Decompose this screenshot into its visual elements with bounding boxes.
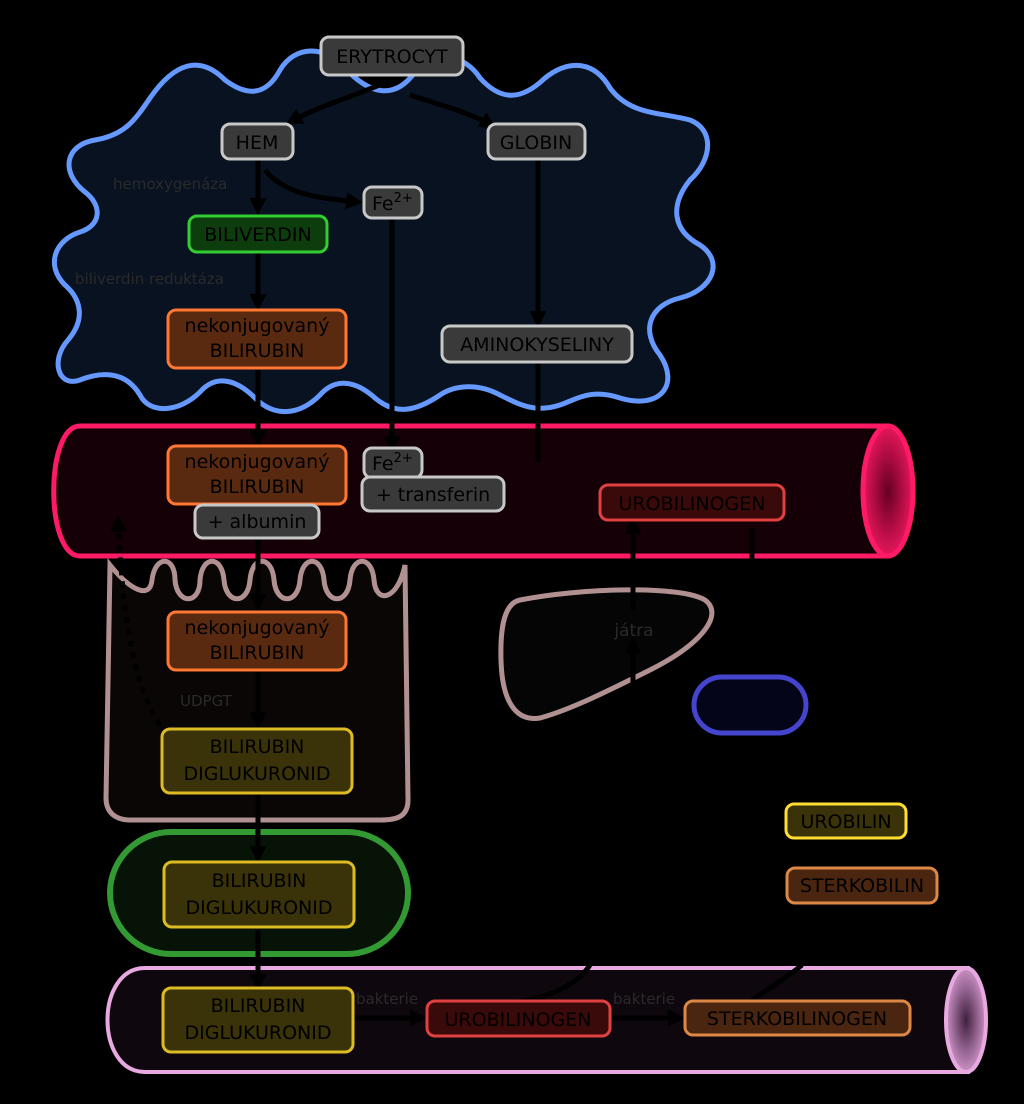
biliverdin-box: BILIVERDIN	[187, 214, 329, 254]
albumin-box: + albumin	[193, 503, 321, 540]
svg-text:BILIRUBIN: BILIRUBIN	[210, 736, 305, 758]
svg-text:DIGLUKURONID: DIGLUKURONID	[186, 897, 333, 919]
sterkobilinogen-box: STERKOBILINOGEN	[683, 999, 912, 1037]
fe-box-blood: Fe2+	[362, 446, 424, 480]
svg-text:STERKOBILIN: STERKOBILIN	[800, 875, 924, 897]
svg-text:DIGLUKURONID: DIGLUKURONID	[185, 1022, 332, 1044]
svg-text:Fe2+: Fe2+	[372, 451, 413, 475]
unconjugated-bilirubin-box-macrophage: nekonjugovaný BILIRUBIN	[166, 308, 348, 370]
svg-text:ERYTROCYT: ERYTROCYT	[336, 46, 448, 68]
diglukuronid-box-intestine: BILIRUBIN DIGLUKURONID	[161, 986, 355, 1054]
biliverdin-reduktaza-label: biliverdin reduktáza	[75, 270, 224, 288]
svg-text:STERKOBILINOGEN: STERKOBILINOGEN	[707, 1008, 887, 1030]
unconjugated-bilirubin-box-liver: nekonjugovaný BILIRUBIN	[166, 610, 348, 672]
svg-text:Fe2+: Fe2+	[372, 191, 413, 215]
svg-text:UROBILINOGEN: UROBILINOGEN	[445, 1009, 592, 1031]
kidney	[691, 674, 809, 736]
svg-text:BILIRUBIN: BILIRUBIN	[210, 340, 305, 362]
udpgt-label: UDPGT	[180, 692, 233, 710]
svg-text:BILIRUBIN: BILIRUBIN	[210, 476, 305, 498]
urobilinogen-box-blood: UROBILINOGEN	[598, 483, 786, 522]
svg-text:DIGLUKURONID: DIGLUKURONID	[184, 763, 331, 785]
arrows	[110, 75, 852, 1027]
blood-vessel-opening	[860, 423, 916, 559]
hemoxygenaza-label: hemoxygenáza	[113, 175, 227, 193]
svg-text:nekonjugovaný: nekonjugovaný	[185, 617, 330, 639]
fe-box-macrophage: Fe2+	[362, 185, 424, 220]
svg-text:HEM: HEM	[236, 132, 279, 154]
hem-box: HEM	[220, 122, 295, 161]
diglukuronid-box-bile: BILIRUBIN DIGLUKURONID	[162, 860, 356, 929]
svg-text:BILIRUBIN: BILIRUBIN	[212, 870, 307, 892]
svg-text:UROBILIN: UROBILIN	[800, 811, 891, 833]
transferin-box: + transferin	[360, 475, 506, 513]
globin-box: GLOBIN	[486, 122, 587, 161]
liver-organ	[498, 587, 715, 721]
svg-text:nekonjugovaný: nekonjugovaný	[185, 315, 330, 337]
svg-text:GLOBIN: GLOBIN	[500, 132, 572, 154]
svg-text:BILIRUBIN: BILIRUBIN	[211, 995, 306, 1017]
svg-text:UROBILINOGEN: UROBILINOGEN	[619, 493, 766, 515]
liver-label: játra	[613, 621, 653, 641]
aminokyseliny-box: AMINOKYSELINY	[440, 324, 634, 364]
svg-text:nekonjugovaný: nekonjugovaný	[185, 451, 330, 473]
unconjugated-bilirubin-box-blood: nekonjugovaný BILIRUBIN	[166, 444, 348, 506]
svg-text:+ albumin: + albumin	[208, 511, 307, 533]
sterkobilin-box: STERKOBILIN	[785, 866, 939, 905]
svg-text:BILIRUBIN: BILIRUBIN	[210, 642, 305, 664]
erytrocyt-box: ERYTROCYT	[319, 35, 465, 77]
urobilin-box: UROBILIN	[784, 802, 908, 840]
bakterie-label-2: bakterie	[613, 990, 675, 1008]
bakterie-label-1: bakterie	[356, 990, 418, 1008]
svg-text:AMINOKYSELINY: AMINOKYSELINY	[460, 334, 614, 356]
diglukuronid-box-liver: BILIRUBIN DIGLUKURONID	[160, 727, 354, 795]
intestine-opening	[944, 966, 988, 1074]
urobilinogen-box-intestine: UROBILINOGEN	[425, 999, 612, 1038]
svg-text:BILIVERDIN: BILIVERDIN	[204, 224, 311, 246]
svg-text:+ transferin: + transferin	[376, 484, 490, 506]
